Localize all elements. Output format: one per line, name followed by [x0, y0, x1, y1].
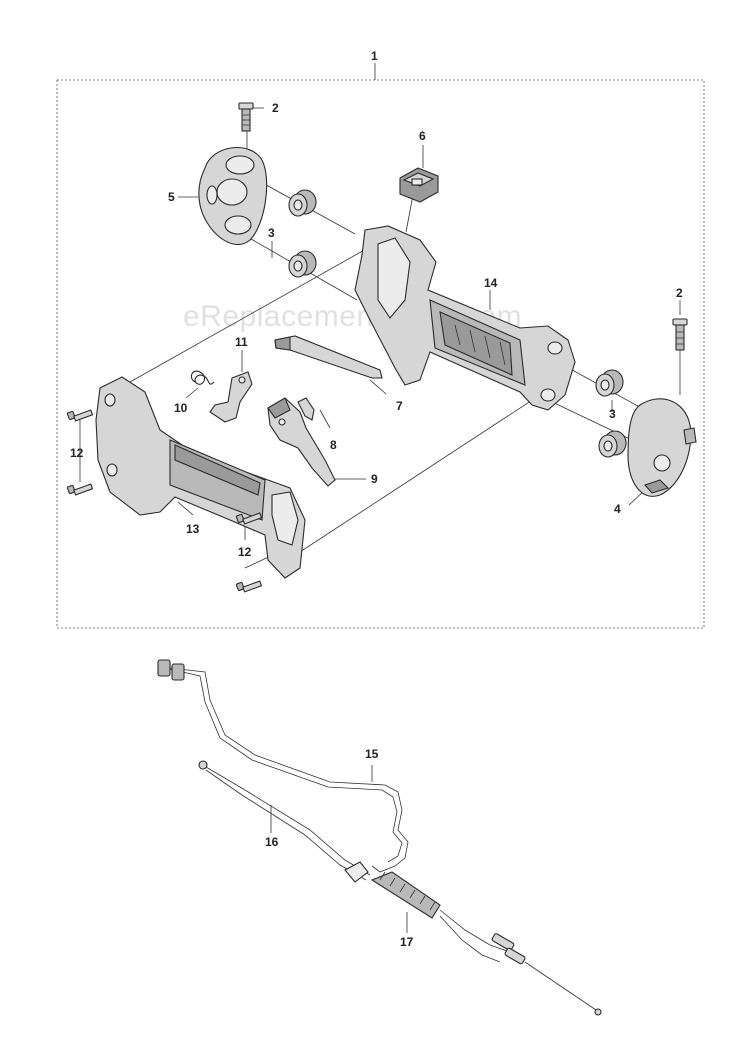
- callout-17-leader: [270, 765, 408, 933]
- lever-small: [209, 371, 253, 423]
- callout-2-top: 2: [272, 101, 279, 115]
- bushing-right-lower: [598, 430, 627, 458]
- assembly-frame: [56, 79, 705, 629]
- callout-3-upper: 3: [268, 226, 275, 240]
- callout-labels: 1 2 2 3 3 4 5 6 7 8 9 10 11 12 12 13 14 …: [70, 49, 683, 949]
- screw-right: [672, 318, 688, 351]
- handle-body: [354, 225, 576, 411]
- callout-17: 17: [400, 935, 414, 949]
- cable-16: [198, 760, 371, 881]
- callout-11: 11: [235, 335, 248, 349]
- end-cap-right: [627, 398, 697, 497]
- callout-16: 16: [265, 835, 279, 849]
- throttle-cable-17: [344, 861, 602, 1016]
- callout-8: 8: [330, 438, 337, 452]
- callout-9: 9: [371, 472, 378, 486]
- stop-switch: [399, 167, 439, 203]
- screw-12b: [66, 483, 94, 496]
- bushing-right-upper: [595, 369, 624, 397]
- callout-4: 4: [614, 502, 621, 516]
- cable-15: [157, 659, 409, 873]
- screw-12c: [235, 512, 263, 525]
- handle-grip: [95, 376, 306, 579]
- screw-top: [238, 102, 254, 132]
- throttle-lockout: [274, 335, 383, 379]
- callout-3-lower: 3: [609, 407, 616, 421]
- bushing-left-lower: [288, 250, 317, 278]
- callout-1: 1: [371, 49, 378, 63]
- callout-15: 15: [365, 747, 379, 761]
- end-cap-left: [198, 147, 268, 246]
- throttle-trigger: [267, 397, 336, 487]
- callout-2-right: 2: [676, 286, 683, 300]
- callout-6: 6: [419, 129, 426, 143]
- callout-5: 5: [168, 190, 175, 204]
- callout-12-lower: 12: [238, 545, 252, 559]
- throttle-spring: [297, 397, 315, 421]
- screw-12d: [235, 580, 263, 593]
- callout-14: 14: [484, 276, 498, 290]
- callout-10: 10: [174, 401, 188, 415]
- bushing-left-upper: [288, 189, 317, 217]
- callout-13: 13: [186, 522, 200, 536]
- callout-7: 7: [396, 399, 403, 413]
- screw-12a: [66, 409, 94, 422]
- callout-12-left: 12: [70, 446, 84, 460]
- torsion-spring: [190, 370, 215, 385]
